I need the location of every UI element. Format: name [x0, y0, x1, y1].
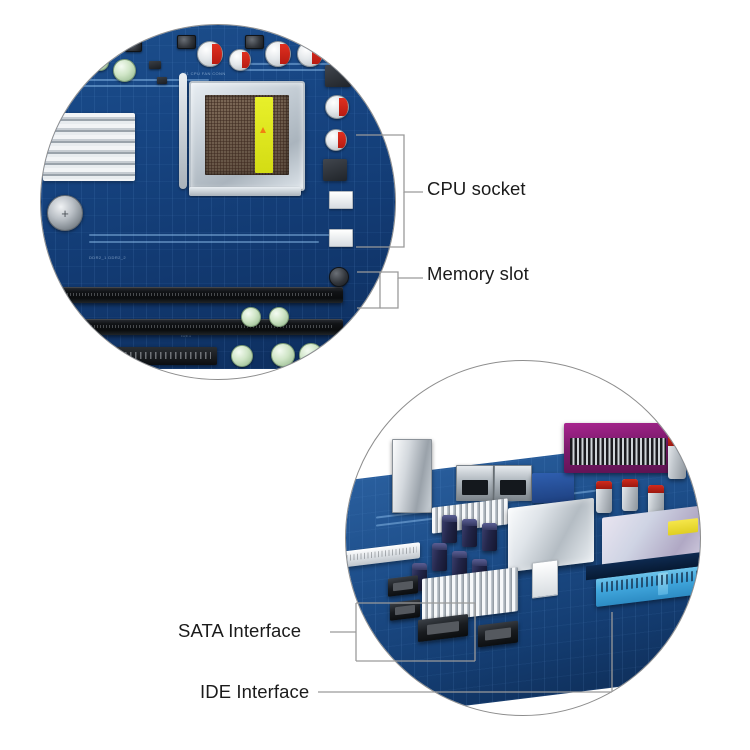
capacitor — [452, 551, 467, 579]
smd-component — [157, 77, 167, 84]
memory-slot — [43, 287, 343, 303]
warning-triangle-icon — [260, 127, 266, 133]
vga-port — [532, 473, 574, 503]
mosfet — [177, 35, 196, 49]
chip — [325, 65, 351, 87]
pcb-substrate-top: JP1 CPU FAN CONN CN2 DDR2_1 DDR2_2 IDE1 — [41, 25, 395, 369]
cmos-battery — [47, 195, 83, 231]
capacitor — [596, 481, 612, 513]
capacitor — [297, 41, 323, 67]
cpu-warning-label — [255, 97, 273, 173]
capacitor — [482, 523, 497, 551]
sata-port — [390, 599, 420, 621]
usb-port — [456, 465, 494, 501]
callout-label-ide-interface: IDE Interface — [200, 681, 310, 702]
capacitor — [432, 543, 447, 571]
capacitor — [299, 343, 323, 367]
capacitor — [231, 345, 253, 367]
capacitor — [325, 95, 349, 119]
capacitor — [271, 343, 295, 367]
connector-header — [329, 229, 353, 247]
capacitor — [113, 59, 136, 82]
capacitor — [325, 129, 347, 151]
capacitor — [241, 307, 261, 327]
memory-slot — [43, 319, 343, 335]
chip — [323, 159, 347, 181]
callout-label-cpu-socket: CPU socket — [427, 178, 526, 199]
capacitor — [197, 41, 223, 67]
capacitor — [265, 41, 291, 67]
socket-retention-lever — [179, 73, 187, 189]
ide-key-notch — [658, 572, 668, 596]
heatsink-fins — [43, 113, 135, 181]
capacitor — [462, 519, 477, 547]
parallel-port — [564, 423, 672, 473]
cpu-pin-array — [205, 95, 289, 175]
capacitor — [442, 515, 457, 543]
lan-port — [392, 439, 432, 513]
smd-component — [149, 61, 161, 69]
mosfet — [245, 35, 264, 49]
ide-header — [89, 347, 217, 365]
mosfet — [125, 39, 142, 52]
usb-port — [494, 465, 532, 501]
drive-label — [668, 517, 698, 536]
cpu-socket — [189, 81, 305, 191]
motherboard-closeup-bottom — [346, 361, 700, 715]
capacitor — [668, 435, 686, 479]
connector-header — [329, 191, 353, 209]
photo-circle-bottom — [345, 360, 701, 716]
callout-label-sata-interface: SATA Interface — [178, 620, 302, 641]
power-connector — [532, 559, 558, 599]
photo-circle-top: JP1 CPU FAN CONN CN2 DDR2_1 DDR2_2 IDE1 — [40, 24, 396, 380]
sata-port — [388, 575, 418, 597]
capacitor — [648, 485, 664, 517]
socket-load-plate — [189, 187, 301, 196]
capacitor — [269, 307, 289, 327]
capacitor — [622, 479, 638, 511]
motherboard-closeup-top: JP1 CPU FAN CONN CN2 DDR2_1 DDR2_2 IDE1 — [41, 25, 395, 379]
capacitor — [229, 49, 251, 71]
chip — [325, 343, 347, 363]
capacitor — [91, 53, 109, 71]
callout-label-memory-slot: Memory slot — [427, 263, 529, 284]
capacitor — [329, 267, 349, 287]
